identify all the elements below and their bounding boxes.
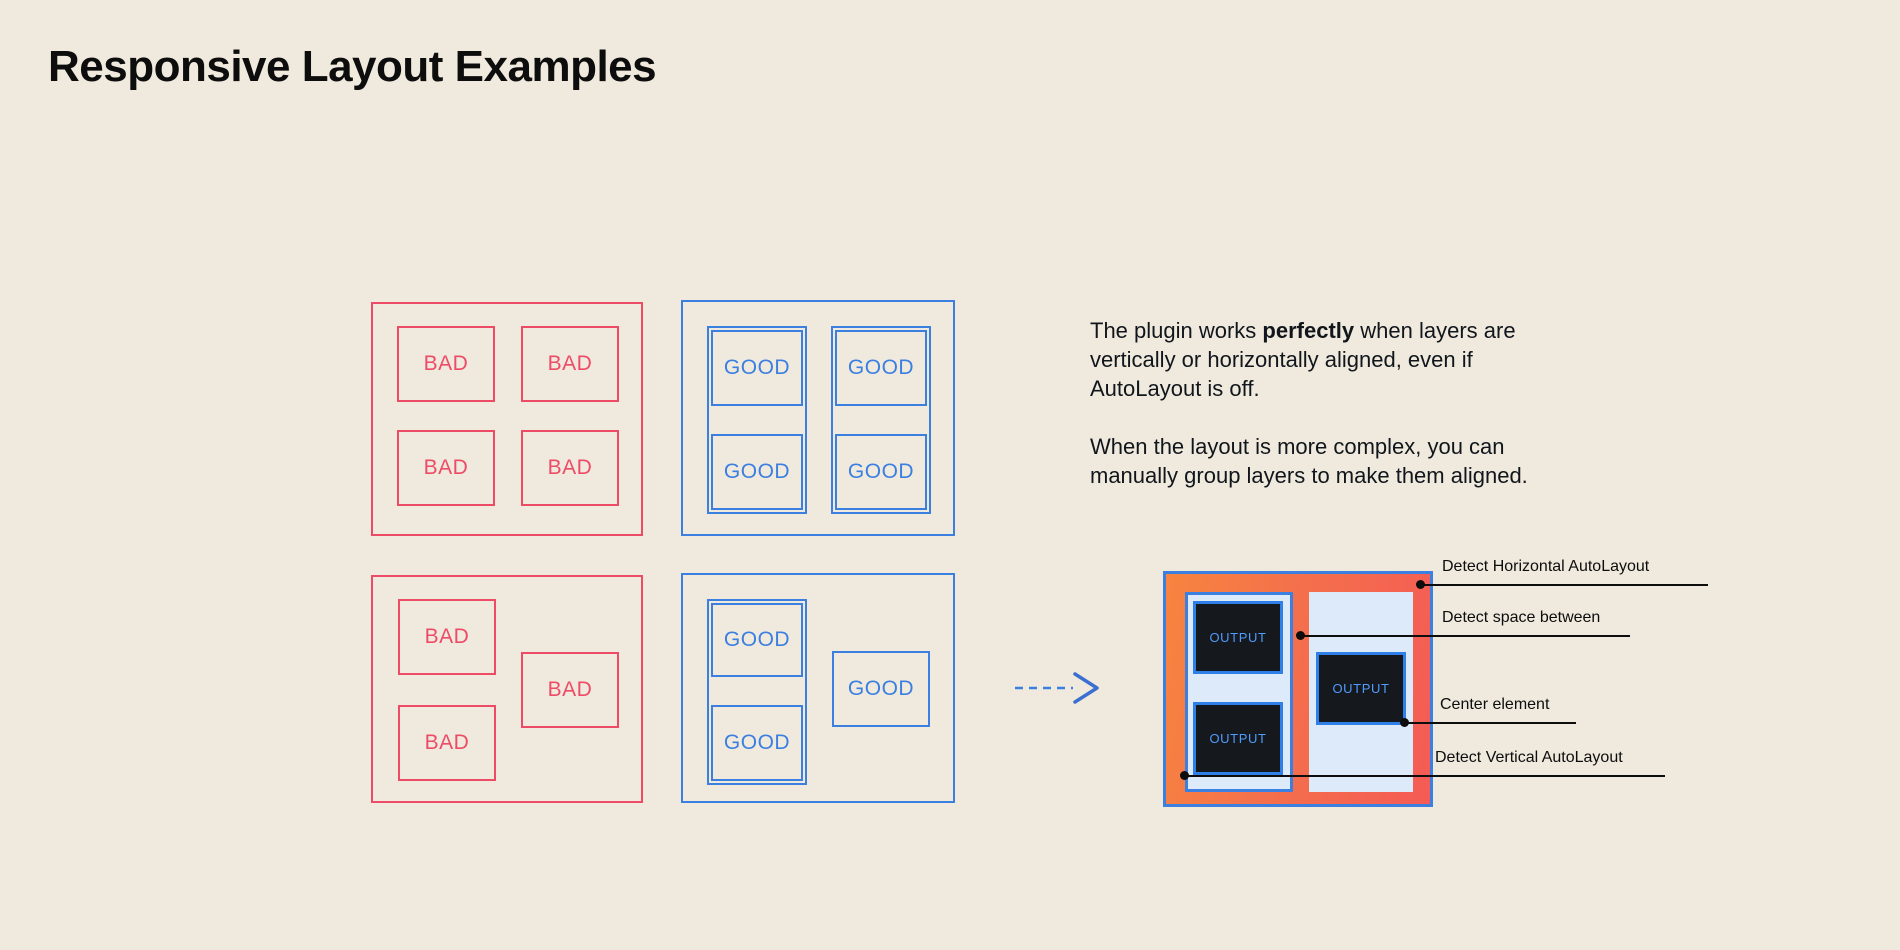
output-block: OUTPUT [1316,652,1406,725]
output-mock-frame: OUTPUT OUTPUT OUTPUT [1163,571,1433,807]
good-cell: GOOD [711,434,803,510]
callout-leader-line [1300,635,1630,637]
paragraph-1-post: when layers are vertically or horizontal… [1090,318,1516,401]
bad-cell: BAD [398,705,496,781]
callout-label: Center element [1440,696,1550,713]
paragraph-1: The plugin works perfectly when layers a… [1090,316,1560,403]
dashed-arrow-right-icon [1015,672,1105,704]
good-cell: GOOD [711,603,803,677]
callout-anchor-dot [1296,631,1305,640]
good-cell: GOOD [835,434,927,510]
bad-cell: BAD [521,430,619,506]
callout-anchor-dot [1180,771,1189,780]
good-cell: GOOD [835,330,927,406]
good-group-column-left [707,326,807,514]
bad-cell: BAD [398,599,496,675]
page-title: Responsive Layout Examples [48,42,657,91]
good-grid-panel: GOOD GOOD GOOD GOOD [681,300,955,536]
callout-label: Detect Horizontal AutoLayout [1442,558,1650,575]
good-cell: GOOD [832,651,930,727]
bad-cell: BAD [521,652,619,728]
good-group-column [707,599,807,785]
callout-anchor-dot [1416,580,1425,589]
good-cell: GOOD [711,330,803,406]
paragraph-2: When the layout is more complex, you can… [1090,434,1528,488]
bad-complex-panel: BAD BAD BAD [371,575,643,803]
good-group-column-right [831,326,931,514]
bad-grid-panel: BAD BAD BAD BAD [371,302,643,536]
output-block: OUTPUT [1193,702,1283,775]
paragraph-1-bold: perfectly [1262,318,1355,343]
callout-leader-line [1420,584,1708,586]
paragraph-1-pre: The plugin works [1090,318,1263,343]
bad-cell: BAD [521,326,619,402]
callout-leader-line [1184,775,1665,777]
callout-leader-line [1404,722,1576,724]
callout-anchor-dot [1400,718,1409,727]
output-block: OUTPUT [1193,601,1283,674]
bad-cell: BAD [397,326,495,402]
bad-cell: BAD [397,430,495,506]
callout-label: Detect space between [1442,609,1601,626]
callout-label: Detect Vertical AutoLayout [1435,749,1623,766]
good-complex-panel: GOOD GOOD GOOD [681,573,955,803]
good-cell: GOOD [711,705,803,781]
